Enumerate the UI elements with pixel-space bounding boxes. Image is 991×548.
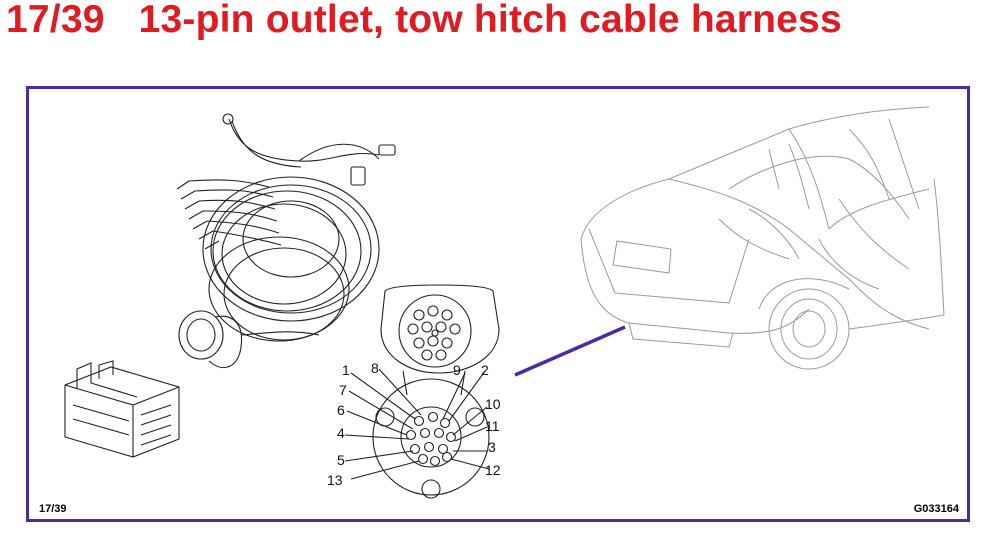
title-text: 13-pin outlet, tow hitch cable harness xyxy=(138,0,842,41)
pin-label-9: 9 xyxy=(453,362,461,378)
connector-block-illustration xyxy=(64,360,180,458)
pin-label-10: 10 xyxy=(485,396,501,412)
diagram-frame: 1 2 3 4 5 6 7 8 9 10 11 12 13 xyxy=(26,86,970,522)
pointer-line xyxy=(514,325,626,377)
pin-labels: 1 2 3 4 5 6 7 8 9 10 11 12 13 xyxy=(327,360,501,488)
figure-code: G033164 xyxy=(913,503,959,515)
pin-label-6: 6 xyxy=(337,402,345,418)
pin-label-3: 3 xyxy=(488,439,496,455)
page-ref: 17/39 xyxy=(39,503,67,515)
pin-label-8: 8 xyxy=(371,360,379,376)
car-illustration xyxy=(580,106,945,370)
pin-label-11: 11 xyxy=(485,418,500,434)
pin-label-2: 2 xyxy=(481,362,489,378)
page-number: 17/39 xyxy=(6,0,105,41)
outlet-illustration xyxy=(344,284,500,499)
pin-label-1: 1 xyxy=(342,362,350,378)
cable-harness-illustration xyxy=(176,113,396,369)
pin-label-12: 12 xyxy=(485,462,501,478)
page-title: 17/39 13-pin outlet, tow hitch cable harn… xyxy=(6,0,842,42)
pin-label-5: 5 xyxy=(337,452,345,468)
pin-label-7: 7 xyxy=(339,382,347,398)
pin-label-13: 13 xyxy=(327,472,343,488)
pin-label-4: 4 xyxy=(337,425,345,441)
diagram-canvas: 1 2 3 4 5 6 7 8 9 10 11 12 13 xyxy=(64,106,945,499)
